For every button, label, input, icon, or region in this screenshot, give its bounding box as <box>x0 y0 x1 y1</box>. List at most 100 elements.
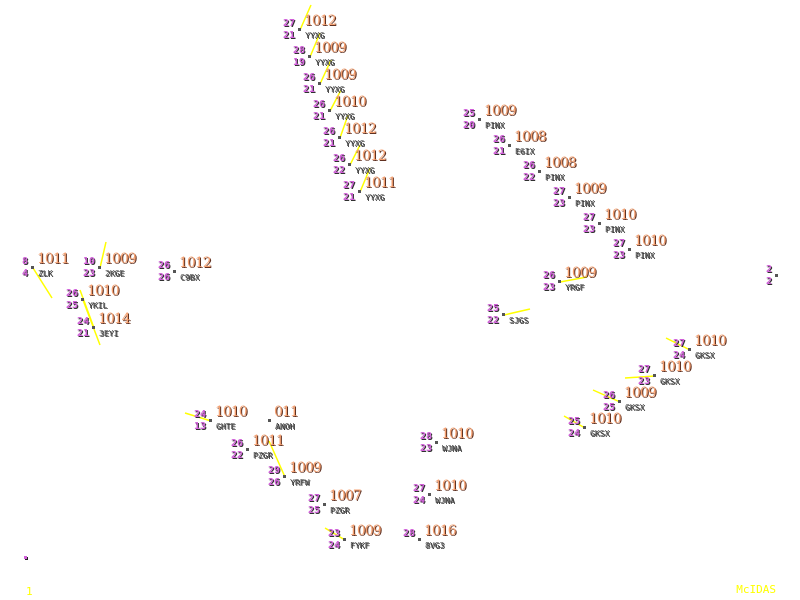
station-dot <box>338 136 341 139</box>
pressure: 1012 <box>179 255 212 271</box>
dewpoint: 2 <box>765 276 772 287</box>
dewpoint: 20 <box>462 120 475 131</box>
station-dot <box>283 475 286 478</box>
dewpoint: 13 <box>193 421 206 432</box>
wind-barb <box>324 527 346 541</box>
station-dot <box>173 270 176 273</box>
pressure: 1009 <box>314 40 347 56</box>
dewpoint: 24 <box>567 428 580 439</box>
dewpoint: 24 <box>327 540 340 551</box>
station-id: YYXG <box>355 166 375 175</box>
pressure: 1009 <box>324 67 357 83</box>
temperature: 26 <box>302 72 315 83</box>
station-dot <box>343 538 346 541</box>
pressure: 1016 <box>424 523 457 539</box>
dewpoint: 23 <box>552 198 565 209</box>
station-dot <box>268 419 271 422</box>
wind-barb <box>184 412 212 422</box>
station-dot <box>598 222 601 225</box>
dewpoint: 23 <box>582 224 595 235</box>
station-id: PINX <box>605 225 625 234</box>
temperature: 26 <box>522 160 535 171</box>
pressure: 1009 <box>104 251 137 267</box>
station-id: ANOH <box>275 422 295 431</box>
station-id: 8VG3 <box>425 541 445 550</box>
dewpoint: 23 <box>637 376 650 387</box>
station-id: YYXG <box>315 58 335 67</box>
station-dot <box>775 274 778 277</box>
dewpoint: 26 <box>267 477 280 488</box>
pressure: 011 <box>274 404 299 420</box>
pressure: 1009 <box>574 181 607 197</box>
pressure: 1011 <box>37 251 70 267</box>
temperature: 29 <box>267 465 280 476</box>
temperature: 25 <box>486 303 499 314</box>
pressure: 1011 <box>364 175 397 191</box>
station-id: PZGR <box>253 451 273 460</box>
station-id: PINX <box>635 251 655 260</box>
pressure: 1009 <box>289 460 322 476</box>
temperature: 26 <box>65 288 78 299</box>
station-dot <box>348 163 351 166</box>
dewpoint: 23 <box>612 250 625 261</box>
wind-barb <box>329 89 342 112</box>
station-id: YRFW <box>290 478 310 487</box>
wind-barb <box>339 114 349 139</box>
wind-barb <box>665 337 691 351</box>
station-dot <box>246 448 249 451</box>
temperature: 26 <box>157 260 170 271</box>
station-dot <box>31 266 34 269</box>
temperature: 27 <box>612 238 625 249</box>
dewpoint: 21 <box>76 328 89 339</box>
wind-barb <box>268 440 286 478</box>
temperature: 25 <box>567 416 580 427</box>
temperature: 27 <box>637 364 650 375</box>
station-id: 2KGE <box>105 269 125 278</box>
wind-barb <box>359 167 371 193</box>
temperature: 26 <box>230 438 243 449</box>
pressure: 1008 <box>514 129 547 145</box>
station-dot <box>478 118 481 121</box>
pressure: 1009 <box>484 103 517 119</box>
station-dot <box>98 266 101 269</box>
station-id: GKSX <box>625 403 645 412</box>
temperature: 26 <box>322 126 335 137</box>
station-id: WJNA <box>442 444 462 453</box>
dewpoint: 23 <box>82 268 95 279</box>
pressure: 1010 <box>215 404 248 420</box>
pressure: 1010 <box>87 283 120 299</box>
wind-barb <box>299 4 312 31</box>
wind-barb <box>559 276 588 283</box>
station-id: YRGF <box>565 283 585 292</box>
station-dot <box>502 313 505 316</box>
pressure: 1007 <box>329 488 362 504</box>
dewpoint: 25 <box>307 505 320 516</box>
temperature: 26 <box>602 390 615 401</box>
station-dot <box>628 248 631 251</box>
dewpoint: 21 <box>302 84 315 95</box>
station-id: C9BX <box>180 273 200 282</box>
station-id: YKIL <box>88 301 108 310</box>
station-dot <box>568 196 571 199</box>
wind-barb <box>592 389 621 403</box>
station-dot <box>209 419 212 422</box>
dewpoint: 25 <box>602 402 615 413</box>
temperature: 24 <box>193 409 206 420</box>
station-dot <box>688 348 691 351</box>
dewpoint: 22 <box>486 315 499 326</box>
station-id: 3EYI <box>99 329 119 338</box>
pressure: 1010 <box>441 426 474 442</box>
pressure: 1012 <box>344 121 377 137</box>
pressure: 1010 <box>604 207 637 223</box>
station-dot <box>92 326 95 329</box>
temperature: 28 <box>419 431 432 442</box>
dewpoint: 21 <box>282 30 295 41</box>
pressure: 1012 <box>304 13 337 29</box>
pressure: 1010 <box>589 411 622 427</box>
wind-barb <box>563 415 586 429</box>
wind-barb <box>349 144 361 166</box>
station-dot <box>418 538 421 541</box>
wind-barb <box>79 289 95 329</box>
wind-barb <box>309 32 321 58</box>
